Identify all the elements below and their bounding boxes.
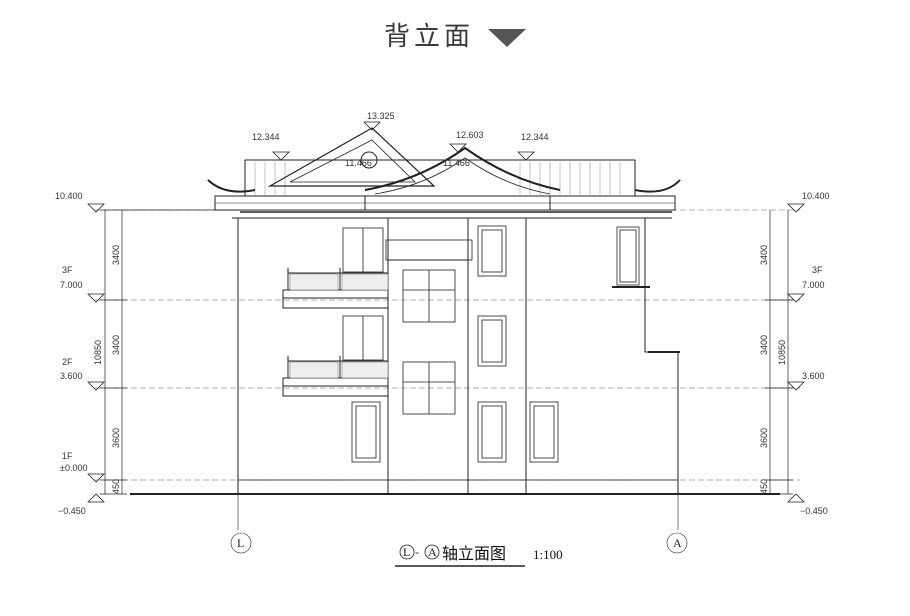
dim-right-total: 10850	[777, 340, 787, 365]
balcony-upper	[282, 268, 389, 309]
axis-bubble-right	[666, 532, 688, 554]
tag-left-1f: 1F	[62, 451, 73, 461]
tag-left-2f: 2F	[62, 357, 73, 367]
caption-bubble-to	[424, 544, 440, 560]
triangle-down-icon	[488, 28, 526, 47]
right-dimension-chain	[765, 210, 793, 495]
dim-left-4: 450	[111, 479, 121, 494]
elev-roof-right: 12.344	[521, 132, 549, 142]
elev-gable-left: 11.466	[345, 158, 372, 168]
elev-left-base: −0.450	[58, 506, 86, 516]
windows	[342, 225, 680, 463]
elev-gable-center: 11.466	[443, 158, 470, 168]
dim-left-3: 3600	[111, 428, 121, 448]
dim-right-4: 450	[759, 479, 769, 494]
elev-right-f3: 7.000	[802, 280, 825, 290]
dim-right-1: 3400	[759, 245, 769, 265]
roof	[207, 127, 681, 211]
building-outline	[232, 211, 679, 495]
dim-right-3: 3600	[759, 428, 769, 448]
tag-left-3f: 3F	[62, 265, 73, 275]
elev-right-top: 10.400	[802, 191, 830, 201]
page-title: 背立面	[0, 16, 910, 53]
elev-left-f1: ±0.000	[60, 463, 87, 473]
elev-roof-peak: 13.325	[367, 111, 395, 121]
caption-scale: 1:100	[533, 547, 563, 562]
elev-roof-center: 12.603	[456, 130, 484, 140]
axis-label-left: L	[237, 536, 244, 550]
dim-right-2: 3400	[759, 335, 769, 355]
tag-right-3f: 3F	[812, 265, 823, 275]
elev-left-top: 10.400	[55, 191, 83, 201]
balcony-lower	[282, 356, 389, 397]
axis-label-right: A	[673, 536, 682, 550]
elev-left-f3: 7.000	[60, 280, 83, 290]
elev-right-f2: 3.600	[802, 371, 825, 381]
elev-right-base: −0.450	[800, 506, 828, 516]
floor-level-lines	[95, 209, 800, 481]
caption-title: 轴立面图	[442, 544, 506, 563]
elev-left-f2: 3.600	[60, 371, 83, 381]
left-dimension-chain	[100, 209, 240, 495]
caption-from: L	[403, 545, 410, 559]
caption-dash: -	[415, 545, 419, 559]
caption-bubble-from	[399, 544, 415, 560]
dim-left-total: 10850	[93, 340, 103, 365]
axis-bubble-left	[230, 532, 252, 554]
dim-left-1: 3400	[111, 245, 121, 265]
axis-lines	[230, 494, 688, 554]
elev-roof-left: 12.344	[252, 132, 280, 142]
dim-left-2: 3400	[111, 335, 121, 355]
caption-to: A	[428, 545, 437, 559]
level-markers	[87, 121, 805, 503]
